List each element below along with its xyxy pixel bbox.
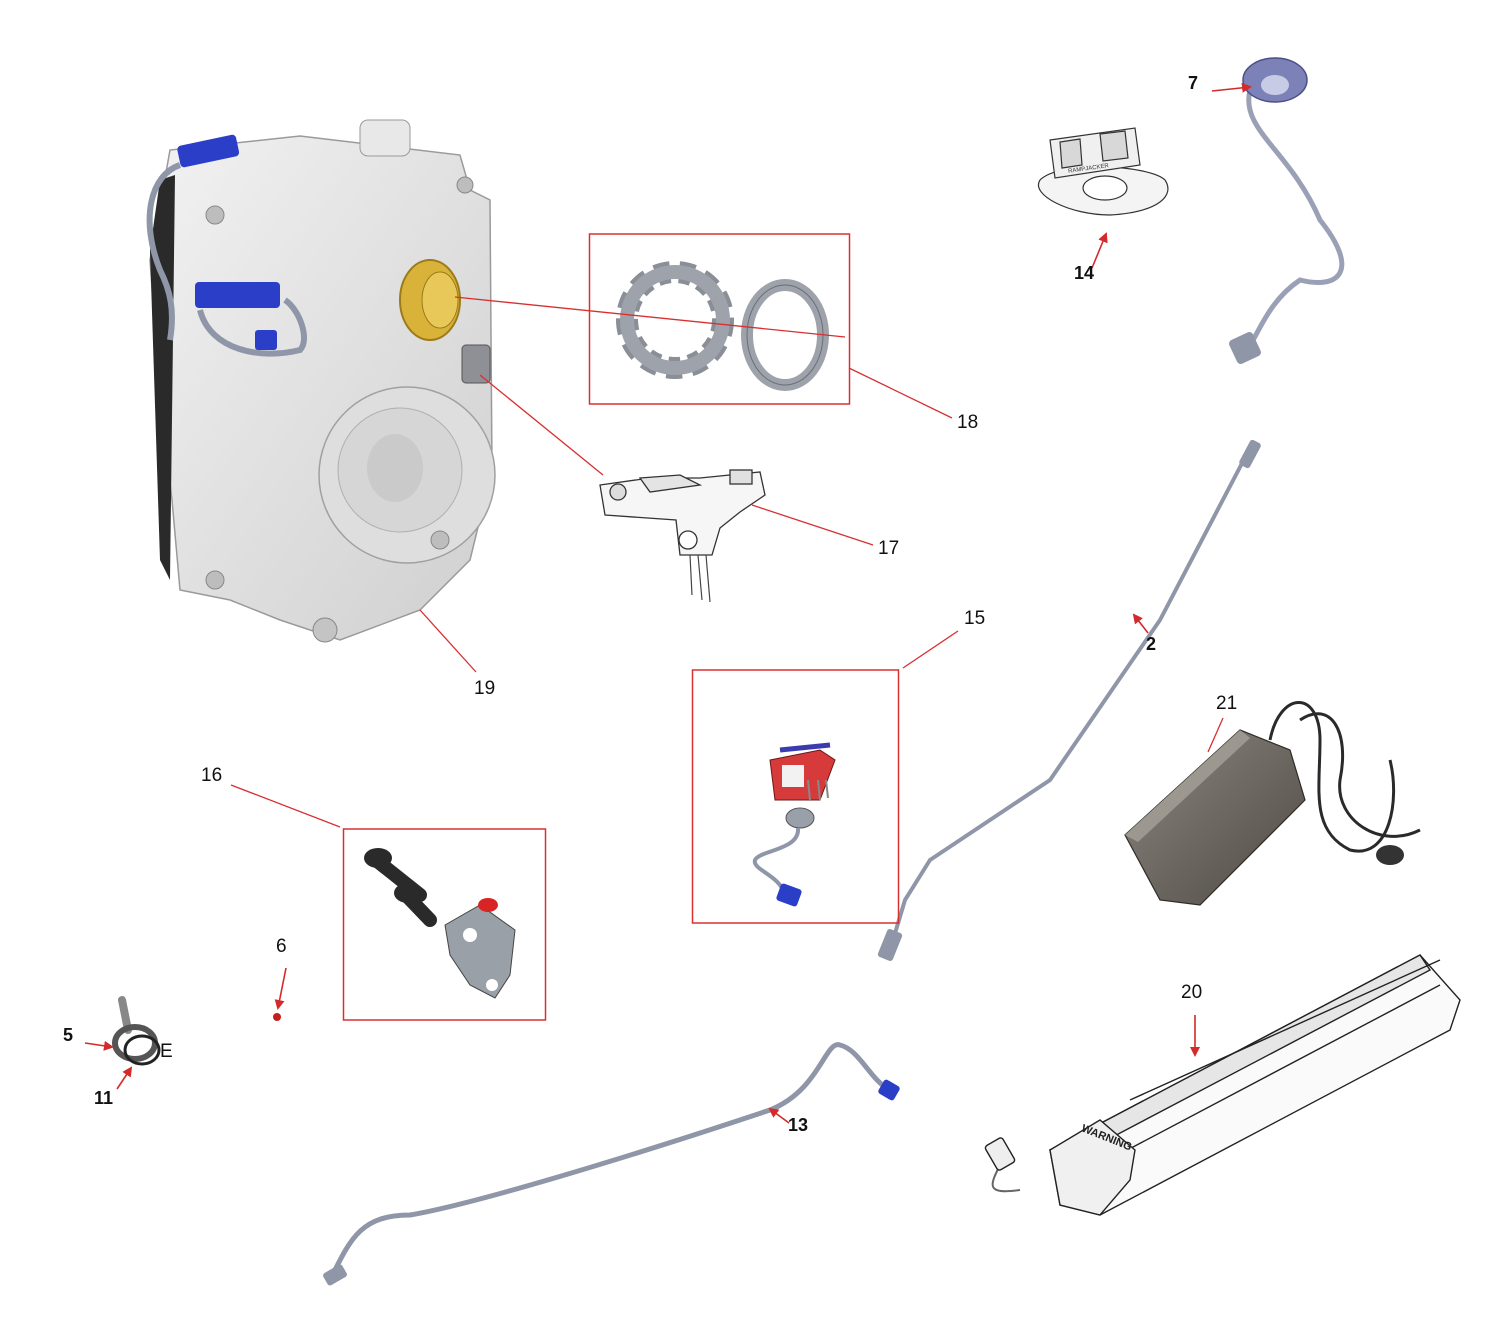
callout-14: 14 <box>1074 263 1095 283</box>
callout-6: 6 <box>276 936 287 957</box>
part-5-letter: E <box>160 1041 173 1062</box>
brake-sensor <box>752 742 836 907</box>
part-18-box <box>588 233 851 405</box>
callout-2: 2 <box>1146 634 1157 654</box>
chainring <box>616 261 734 379</box>
callout-20: 20 <box>1181 982 1203 1003</box>
callout-21: 21 <box>1216 693 1238 714</box>
leader-lines <box>230 296 1224 828</box>
battery <box>984 954 1461 1216</box>
thumb-throttle <box>1229 57 1345 364</box>
motor-unit <box>146 119 496 643</box>
callout-17: 17 <box>878 538 900 559</box>
part-16-box <box>342 828 547 1021</box>
callout-16: 16 <box>201 765 223 786</box>
callout-19: 19 <box>474 678 496 699</box>
callout-18: 18 <box>957 412 979 433</box>
part-15-box <box>691 669 900 924</box>
callout-7: 7 <box>1188 73 1199 93</box>
callout-13: 13 <box>788 1115 809 1135</box>
bolt-kit <box>364 848 516 999</box>
sensor-cable <box>323 1042 900 1286</box>
pointer-arrows <box>84 82 1252 1124</box>
callout-15: 15 <box>964 608 986 629</box>
part-6-plug <box>273 1013 281 1021</box>
washer <box>741 279 829 391</box>
callout-11: 11 <box>94 1088 114 1108</box>
callout-5: 5 <box>63 1025 74 1045</box>
sensor-bracket <box>599 469 766 603</box>
extension-cable <box>877 439 1261 961</box>
charger <box>1124 701 1421 906</box>
clamp-ring <box>112 996 161 1066</box>
remote-control <box>1037 127 1169 216</box>
